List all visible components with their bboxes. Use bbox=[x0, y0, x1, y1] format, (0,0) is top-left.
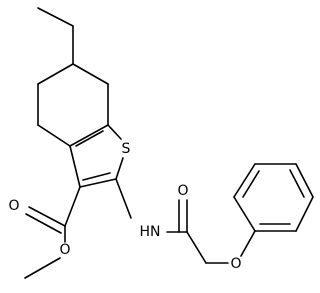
bond-ph-6-1 bbox=[233, 196, 256, 232]
bond-ph-inner-c bbox=[242, 170, 260, 198]
bond-c7a-c3a bbox=[69, 124, 109, 147]
bond-o-methyl bbox=[24, 257, 61, 279]
bond-c3-ester-c bbox=[64, 186, 81, 227]
bond-ethyl-ch3 bbox=[37, 7, 74, 27]
bond-amide-c-ch2 bbox=[186, 231, 207, 264]
bond-c6-c5 bbox=[37, 63, 74, 85]
atom-labels: S HN O O O O bbox=[8, 141, 241, 272]
bond-c3-c3a bbox=[69, 145, 81, 188]
bond-s-c2 bbox=[115, 157, 124, 180]
bond-c7a-s bbox=[107, 124, 122, 140]
bond-ph-5-6 bbox=[233, 163, 256, 198]
bond-c2-c3-inner bbox=[82, 172, 111, 181]
bond-ph-3-4 bbox=[295, 163, 314, 198]
ester-methoxy-oxygen-label: O bbox=[59, 242, 70, 258]
bond-ester-carbonyl-2 bbox=[25, 213, 62, 234]
bond-o-phenyl bbox=[240, 230, 256, 257]
bond-c2-nh bbox=[115, 178, 132, 219]
bond-c2-c3 bbox=[79, 178, 117, 188]
ester-carbonyl-oxygen-label: O bbox=[8, 198, 19, 214]
bond-c4-c3a bbox=[37, 124, 71, 147]
bonds bbox=[24, 7, 314, 279]
ether-oxygen-label: O bbox=[230, 256, 241, 272]
bond-c7a-c3a-inner bbox=[75, 130, 104, 147]
bond-ester-carbonyl-1 bbox=[28, 206, 66, 227]
bond-ph-inner-b bbox=[289, 169, 305, 198]
amide-oxygen-label: O bbox=[177, 183, 188, 199]
bond-c6-c7 bbox=[72, 63, 109, 85]
amide-nh-label: HN bbox=[140, 224, 161, 240]
sulfur-atom-label: S bbox=[122, 141, 131, 157]
bond-ph-2-3 bbox=[295, 196, 314, 232]
